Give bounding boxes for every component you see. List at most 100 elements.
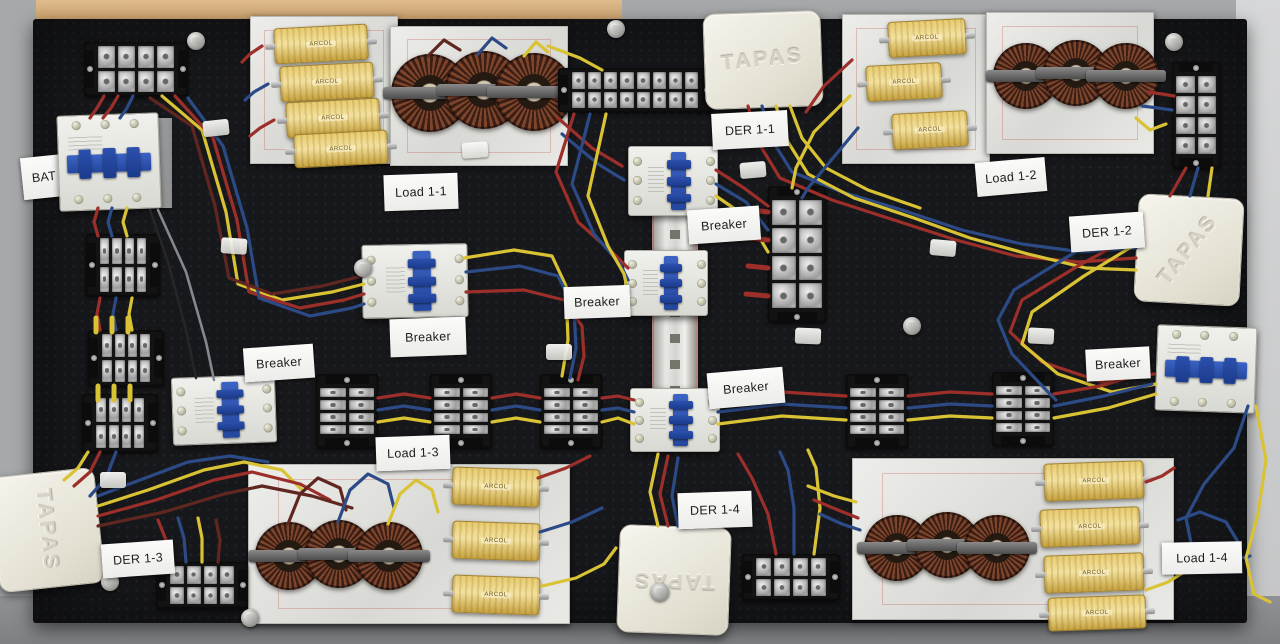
breaker-screw — [177, 425, 187, 436]
resistor-brand-text: ARCOL — [1075, 523, 1105, 531]
breaker-toggle-bar — [216, 381, 246, 438]
screw-terminal — [203, 566, 218, 584]
breaker-screw — [634, 415, 644, 425]
label-breaker-mid: Breaker — [563, 284, 631, 320]
breaker-toggle-handle — [666, 193, 691, 203]
screw-terminal — [112, 266, 122, 292]
terminal-end-cap — [154, 338, 163, 378]
power-resistor: ARCOL — [1047, 594, 1147, 632]
label-text: Breaker — [700, 216, 748, 234]
screw-terminal — [434, 412, 460, 422]
breaker-toggle-handle — [1199, 356, 1213, 384]
breaker-screw — [697, 278, 707, 288]
cable-clip — [794, 327, 822, 345]
label-breaker-top: Breaker — [686, 205, 762, 245]
screw-terminal — [798, 227, 822, 253]
breaker-screw — [1200, 330, 1210, 341]
resistor-brand-text: ARCOL — [1082, 609, 1112, 617]
cable-clip — [739, 160, 767, 180]
screw-terminal — [1024, 386, 1050, 396]
screw-terminal — [774, 578, 790, 596]
tb-right-top — [1172, 62, 1220, 168]
breaker-toggle-handle — [407, 258, 436, 269]
breaker-screw — [71, 120, 81, 130]
breaker-toggle-bar — [668, 393, 693, 447]
screw-terminal — [136, 238, 146, 264]
breaker-toggle-bar — [407, 250, 437, 312]
screw-terminal — [668, 91, 682, 108]
breaker-screw — [706, 176, 716, 186]
breaker-screw — [634, 433, 644, 443]
screw-terminal — [772, 255, 796, 281]
tapas-logo-text: TAPAS — [720, 43, 806, 76]
breaker-screw — [367, 276, 377, 286]
terminal-end-cap — [559, 74, 568, 106]
screw-terminal — [620, 91, 634, 108]
breaker-toggle-handle — [78, 148, 92, 179]
label-text: Breaker — [722, 379, 770, 397]
breaker-toggle-handle — [668, 401, 693, 410]
screw-terminal — [462, 412, 488, 422]
label-text: Load 1-1 — [394, 184, 448, 200]
screw-terminal — [588, 72, 602, 89]
breaker-screw — [262, 403, 272, 414]
cable-clip — [220, 237, 248, 255]
terminal-end-cap — [855, 438, 899, 447]
tb-left-a — [86, 234, 160, 296]
power-resistor: ARCOL — [865, 62, 943, 102]
bat-breaker — [56, 112, 162, 212]
terminal-grid — [96, 398, 144, 448]
screw-terminal — [1197, 96, 1216, 114]
screw-terminal — [137, 70, 155, 92]
screw-terminal — [1176, 136, 1195, 154]
tb-left-b — [88, 330, 164, 386]
label-text: DER 1-1 — [724, 121, 776, 139]
power-resistor: ARCOL — [887, 17, 967, 59]
resistor-brand-text: ARCOL — [1079, 569, 1109, 577]
terminal-grid — [320, 388, 374, 434]
screw-terminal — [157, 46, 174, 68]
screw-terminal — [134, 424, 144, 448]
screw-terminal — [792, 558, 808, 576]
terminal-end-cap — [87, 243, 96, 287]
terminal-grid — [98, 46, 174, 92]
label-text: DER 1-4 — [689, 502, 741, 518]
power-resistor: ARCOL — [1039, 506, 1141, 548]
terminal-grid — [170, 566, 234, 604]
screw-terminal — [434, 424, 460, 434]
breaker-rail-top — [628, 146, 718, 216]
screw-terminal — [462, 388, 488, 398]
screw-terminal — [996, 398, 1022, 408]
power-resistor: ARCOL — [891, 110, 969, 150]
label-breaker-mid-left: Breaker — [389, 316, 467, 358]
screw-terminal — [186, 586, 201, 604]
tb-left-c — [82, 394, 158, 452]
label-text: Load 1-4 — [1176, 550, 1228, 566]
screw-terminal — [100, 238, 110, 264]
screw-terminal — [121, 398, 132, 422]
terminal-grid — [996, 386, 1050, 432]
terminal-end-cap — [549, 375, 593, 384]
label-text: Breaker — [255, 354, 303, 372]
power-resistor: ARCOL — [451, 466, 541, 508]
tapas-logo-text: TAPAS — [31, 487, 64, 573]
breaker-screw — [176, 387, 186, 397]
screw-terminal — [850, 424, 876, 434]
screw-terminal — [572, 91, 586, 108]
terminal-end-cap — [1001, 436, 1045, 445]
screw-terminal — [114, 359, 125, 382]
screw-terminal — [850, 388, 876, 398]
breaker-screw — [176, 406, 187, 417]
label-load-1-3: Load 1-3 — [375, 434, 451, 472]
breaker-toggle-handle — [217, 421, 246, 431]
screw-terminal — [112, 238, 122, 264]
tb-mid-vertical — [768, 186, 826, 322]
tb-bottom-left — [156, 562, 248, 608]
terminal-grid — [102, 334, 150, 382]
breaker-toggle-bar — [666, 152, 691, 210]
screw-terminal — [572, 72, 586, 89]
tb-bottom-mid — [742, 554, 840, 600]
screw-terminal — [102, 359, 112, 382]
resistor-brand-text: ARCOL — [481, 537, 511, 545]
screw-terminal — [572, 412, 598, 422]
